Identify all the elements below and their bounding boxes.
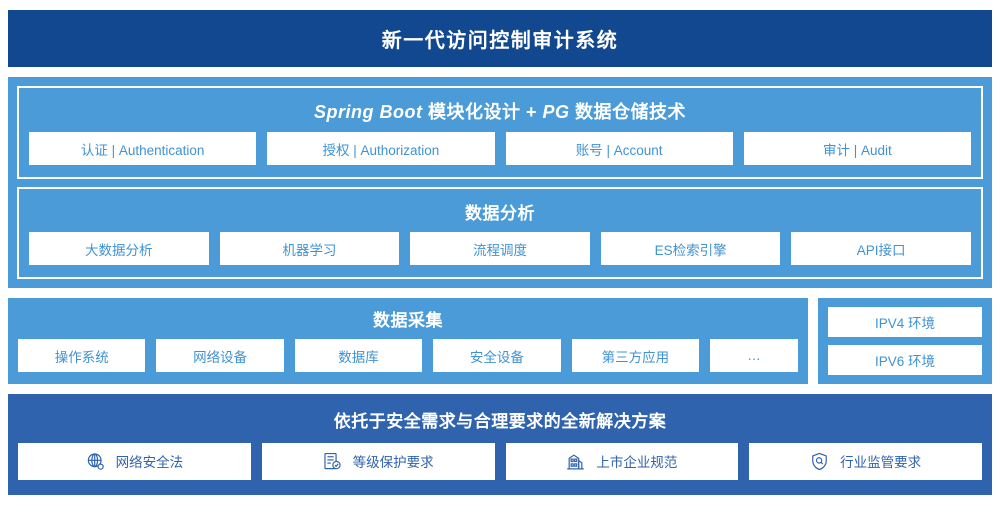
- analysis-module-es-search-engine[interactable]: ES检索引擎: [600, 232, 781, 265]
- platform-title-italic-spring-boot: Spring Boot: [313, 102, 423, 122]
- analysis-module-workflow-scheduling[interactable]: 流程调度: [410, 232, 590, 265]
- analysis-module-row: 大数据分析 机器学习 流程调度 ES检索引擎 API接口: [29, 232, 971, 265]
- compliance-title: 依托于安全需求与合理要求的全新解决方案: [333, 411, 667, 431]
- platform-group: Spring Boot 模块化设计 + PG 数据仓储技术 认证 | Authe…: [17, 86, 983, 179]
- analysis-module-machine-learning[interactable]: 机器学习: [219, 232, 400, 265]
- analysis-module-big-data[interactable]: 大数据分析: [29, 232, 209, 265]
- shield-search-icon: [810, 452, 829, 471]
- compliance-item-industry-regulation[interactable]: 行业监管要求: [749, 442, 982, 480]
- compliance-label: 等级保护要求: [352, 455, 434, 470]
- collection-source-security-device[interactable]: 安全设备: [433, 339, 561, 372]
- collection-source-row: 操作系统 网络设备 数据库 安全设备 第三方应用 …: [18, 339, 799, 372]
- compliance-item-mlps-requirement[interactable]: 等级保护要求: [261, 442, 495, 480]
- analysis-group: 数据分析 大数据分析 机器学习 流程调度 ES检索引擎 API接口: [17, 187, 983, 279]
- platform-module-authorization[interactable]: 授权 | Authorization: [267, 132, 495, 165]
- collection-source-more[interactable]: …: [710, 339, 799, 372]
- platform-module-row: 认证 | Authentication 授权 | Authorization 账…: [29, 132, 971, 165]
- document-check-icon: [323, 452, 342, 471]
- compliance-item-listed-company-standard[interactable]: 上市企业规范: [505, 442, 739, 480]
- collection-title: 数据采集: [373, 311, 443, 330]
- environment-panel: IPV4 环境 IPV6 环境: [818, 298, 992, 384]
- analysis-group-title: 数据分析: [465, 204, 535, 223]
- environment-ipv6[interactable]: IPV6 环境: [828, 345, 982, 375]
- compliance-label: 上市企业规范: [596, 455, 678, 470]
- collection-source-operating-system[interactable]: 操作系统: [18, 339, 146, 372]
- collection-row: 数据采集 操作系统 网络设备 数据库 安全设备 第三方应用 … IPV4 环境 …: [8, 298, 992, 384]
- platform-title-plain-2: 数据仓储技术: [569, 102, 687, 122]
- collection-source-network-device[interactable]: 网络设备: [156, 339, 284, 372]
- upper-platform-container: Spring Boot 模块化设计 + PG 数据仓储技术 认证 | Authe…: [8, 77, 992, 288]
- platform-module-authentication[interactable]: 认证 | Authentication: [29, 132, 257, 165]
- collection-source-database[interactable]: 数据库: [294, 339, 423, 372]
- environment-ipv4[interactable]: IPV4 环境: [828, 307, 982, 337]
- compliance-item-row: 网络安全法 等级保护要求: [18, 442, 982, 480]
- platform-module-audit[interactable]: 审计 | Audit: [743, 132, 971, 165]
- compliance-item-cybersecurity-law[interactable]: 网络安全法: [18, 442, 251, 480]
- analysis-module-api[interactable]: API接口: [791, 232, 971, 265]
- compliance-label: 行业监管要求: [840, 455, 922, 470]
- globe-icon: [86, 452, 105, 471]
- compliance-label: 网络安全法: [115, 455, 184, 470]
- building-icon: [566, 452, 585, 471]
- system-title-bar: 新一代访问控制审计系统: [8, 10, 992, 67]
- platform-module-account[interactable]: 账号 | Account: [505, 132, 733, 165]
- platform-group-title: Spring Boot 模块化设计 + PG 数据仓储技术: [29, 92, 971, 132]
- compliance-panel: 依托于安全需求与合理要求的全新解决方案 网络安全法: [8, 394, 992, 495]
- platform-title-italic-pg: PG: [542, 102, 570, 122]
- collection-panel: 数据采集 操作系统 网络设备 数据库 安全设备 第三方应用 …: [8, 298, 808, 384]
- collection-source-third-party-app[interactable]: 第三方应用: [571, 339, 700, 372]
- page-title: 新一代访问控制审计系统: [381, 30, 619, 52]
- platform-title-plain-1: 模块化设计 +: [422, 102, 543, 122]
